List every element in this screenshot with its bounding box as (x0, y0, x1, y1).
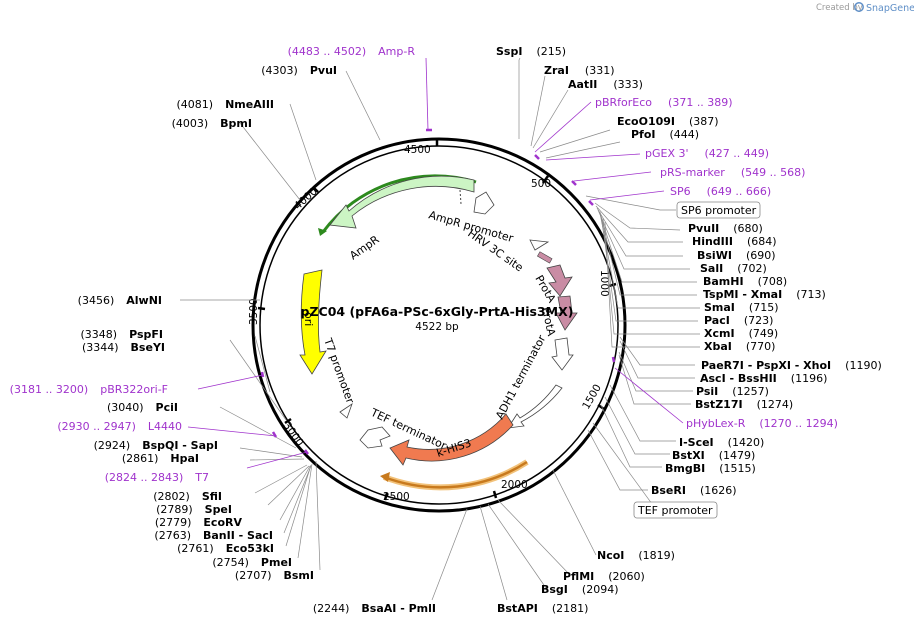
snapgene-branding: Created by SnapGene (816, 2, 914, 14)
primer-l4440: (2930 .. 2947)L4440 (57, 420, 182, 433)
primer-marks (260, 128, 616, 455)
primer-leader-lines (187, 57, 684, 469)
site-bpmi: (4003)BpmI (172, 117, 252, 130)
t7-promoter-arrow (339, 402, 353, 419)
his3-feature-arrow (389, 413, 514, 466)
site-hindiii: HindIII(684) (692, 235, 777, 248)
tick-500: 500 (531, 178, 551, 190)
tick-3500: 3500 (248, 298, 260, 325)
site-psii: PsiI(1257) (696, 385, 769, 398)
his3-orf-arrowhead (380, 472, 390, 482)
primer-pbr322ori-f: (3181 .. 3200)pBR322ori-F (10, 383, 168, 396)
prota-arrow-1 (546, 264, 573, 297)
ampr-promoter-arrow (473, 191, 495, 215)
site-alwni: (3456)AlwNI (78, 294, 162, 307)
site-paer7i-pspxi-xhoi: PaeR7I - PspXI - XhoI(1190) (701, 359, 882, 372)
tick-1000: 1000 (598, 270, 610, 297)
leader-lines (180, 57, 700, 601)
tick-4500: 4500 (404, 144, 431, 156)
site-bspqi-sapi: (2924)BspQI - SapI (94, 439, 218, 452)
site-bstxi: BstXI(1479) (672, 449, 755, 462)
site-bseyi: (3344)BseYI (82, 341, 165, 354)
site-bmgbi: BmgBI(1515) (665, 462, 756, 475)
site-bsaai-pmli: (2244)BsaAI - PmlI (313, 602, 436, 615)
primer-pgex3: pGEX 3'(427 .. 449) (645, 147, 769, 160)
sp6-promoter-box: SP6 promoter (676, 201, 761, 219)
site-pmei: (2754)PmeI (212, 556, 292, 569)
site-xcmi: XcmI(749) (704, 327, 778, 340)
prota-arrow-2 (555, 295, 578, 331)
tef-promoter-label: TEF promoter (637, 504, 713, 517)
site-tspmi-xmai: TspMI - XmaI(713) (703, 288, 826, 301)
site-banii-saci: (2763)BanII - SacI (154, 529, 273, 542)
site-pvuii: PvuII(680) (688, 222, 763, 235)
site-pflmi: PflMI(2060) (563, 570, 645, 583)
site-bsiwi: BsiWI(690) (697, 249, 776, 262)
adh1-region-arrow (507, 384, 563, 429)
primer-amp-r: (4483 .. 4502)Amp-R (288, 45, 416, 58)
tef-promoter-box: TEF promoter (633, 501, 718, 519)
site-bstapi: BstAPI(2181) (497, 602, 588, 615)
ori-arrow (299, 269, 327, 375)
ampr-feature-arrow (329, 175, 475, 229)
site-aatii: AatII(333) (568, 78, 643, 91)
site-spei: (2789)SpeI (156, 503, 232, 516)
tick-2000: 2000 (501, 479, 528, 491)
site-ncoi: NcoI(1819) (597, 549, 675, 562)
site-xbai: XbaI(770) (704, 340, 775, 353)
site-paci: PacI(723) (704, 314, 773, 327)
site-bseri: BseRI(1626) (651, 484, 737, 497)
label-prota-2: ProtA (539, 306, 558, 338)
his3-orf-arc (383, 460, 528, 489)
branding-created-by: Created by (816, 3, 863, 13)
primer-sp6: SP6(649 .. 666) (670, 185, 771, 198)
site-pcii: (3040)PciI (107, 401, 178, 414)
site-nmeaiii: (4081)NmeAIII (177, 98, 275, 111)
ampr-orf-arrowhead (318, 228, 327, 236)
primer-phyblex-r: pHybLex-R(1270 .. 1294) (686, 417, 838, 430)
primer-pbrforeco: pBRforEco(371 .. 389) (595, 96, 733, 109)
features (299, 175, 578, 466)
site-sfii: (2802)SfiI (153, 490, 222, 503)
plasmid-length: 4522 bp (415, 321, 459, 333)
label-ori: ori (302, 312, 315, 326)
site-zrai: ZraI(331) (544, 64, 615, 77)
site-bsgi: BsgI(2094) (541, 583, 618, 596)
snapgene-logo-icon (854, 2, 864, 12)
backbone (251, 137, 627, 513)
tick-3000: 3000 (281, 420, 306, 449)
site-sspi: SspI(215) (496, 45, 566, 58)
adh1-terminator-arrow (551, 337, 574, 371)
site-bsmi: (2707)BsmI (235, 569, 314, 582)
site-eco53ki: (2761)Eco53kI (177, 542, 274, 555)
label-t7-promoter: T7 promoter (321, 336, 357, 406)
site-labels: SspI(215) ZraI(331) AatII(333) pBRforEco… (10, 45, 882, 615)
plasmid-name: pZC04 (pFA6a-PSc-6xGly-PrtA-His3MX) (301, 304, 574, 319)
label-ampr: AmpR (347, 233, 382, 263)
site-smai: SmaI(715) (704, 301, 779, 314)
site-pspfi: (3348)PspFI (81, 328, 163, 341)
site-ecorv: (2779)EcoRV (155, 516, 243, 529)
site-ecoo109i: EcoO109I(387) (617, 115, 719, 128)
primer-prs-marker: pRS-marker(549 .. 568) (660, 166, 805, 179)
site-bstz17i: BstZ17I(1274) (695, 398, 793, 411)
plasmid-title: pZC04 (pFA6a-PSc-6xGly-PrtA-His3MX) 4522… (301, 304, 574, 333)
site-i-scei: I-SceI(1420) (679, 436, 764, 449)
branding-snapgene: SnapGene (866, 3, 914, 14)
tick-2500: 2500 (383, 491, 410, 503)
primer-t7: (2824 .. 2843)T7 (105, 471, 209, 484)
site-pfoi: PfoI(444) (631, 128, 699, 141)
tef-terminator-arrow (359, 426, 391, 449)
site-hpai: (2861)HpaI (122, 452, 199, 465)
site-asci-bsshii: AscI - BssHII(1196) (700, 372, 827, 385)
sp6-promoter-label: SP6 promoter (681, 204, 757, 217)
position-ticks (257, 139, 617, 501)
site-bamhi: BamHI(708) (703, 275, 787, 288)
site-pvui: (4303)PvuI (261, 64, 337, 77)
site-sali: SalI(702) (700, 262, 767, 275)
hrv-3c-site-arrow (529, 239, 550, 251)
